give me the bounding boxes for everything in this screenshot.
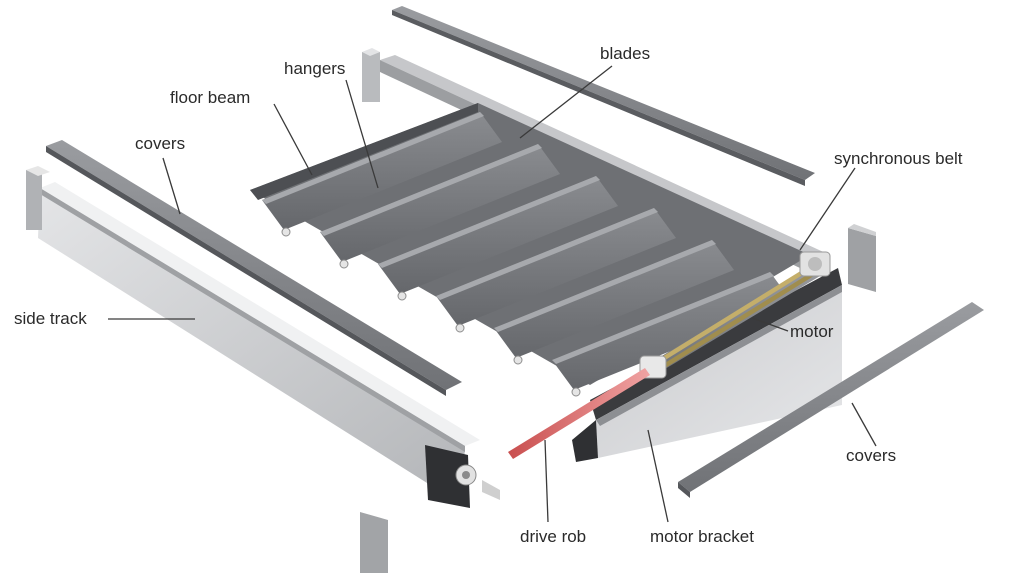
label-hangers: hangers: [284, 59, 346, 78]
blade: [494, 240, 734, 358]
leader-lines: [108, 65, 877, 523]
end-plate-bottom: [360, 512, 388, 573]
hanger: [281, 227, 291, 237]
blade-edge: [320, 144, 542, 236]
label-floor-beam: floor beam: [170, 88, 251, 107]
drive-rod-part: [508, 368, 650, 459]
leader-drive-rob: [544, 439, 549, 523]
label-covers-left: covers: [135, 134, 186, 153]
leader-blades: [519, 65, 613, 139]
blade-edge: [436, 208, 658, 300]
side-track-near: [26, 166, 500, 508]
cover-top-right: [392, 6, 815, 186]
label-motor-bracket: motor bracket: [650, 527, 754, 546]
blade: [378, 176, 618, 294]
blade: [436, 208, 676, 326]
blade-edge: [378, 176, 600, 268]
blade-edge: [552, 272, 774, 364]
leader-motor-bracket: [647, 429, 669, 523]
leader-covers-right: [851, 402, 877, 447]
label-drive-rob: drive rob: [520, 527, 587, 546]
hanger: [513, 355, 523, 365]
leader-synchronous-belt: [799, 167, 856, 251]
blade: [262, 112, 502, 230]
motor-part: [639, 251, 831, 379]
leader-hangers: [345, 79, 379, 189]
cover-bottom-right: [678, 302, 984, 498]
label-covers-right: covers: [846, 446, 897, 465]
blade-set: [262, 112, 792, 397]
label-synchronous-belt: synchronous belt: [834, 149, 963, 168]
hanger: [455, 323, 465, 333]
hanger: [571, 387, 581, 397]
cover-left: [46, 140, 462, 396]
label-blades: blades: [600, 44, 651, 63]
blade: [552, 272, 792, 390]
hanger: [397, 291, 407, 301]
leader-motor: [751, 317, 789, 332]
end-plate-right: [848, 224, 876, 292]
blades-assembly: [250, 103, 810, 397]
label-side-track: side track: [14, 309, 87, 328]
blade: [320, 144, 560, 262]
label-motor: motor: [790, 322, 834, 341]
blade-edge: [262, 112, 484, 204]
leader-covers-left: [162, 157, 181, 215]
hanger: [339, 259, 349, 269]
leader-floor-beam: [273, 103, 313, 176]
blade-edge: [494, 240, 716, 332]
